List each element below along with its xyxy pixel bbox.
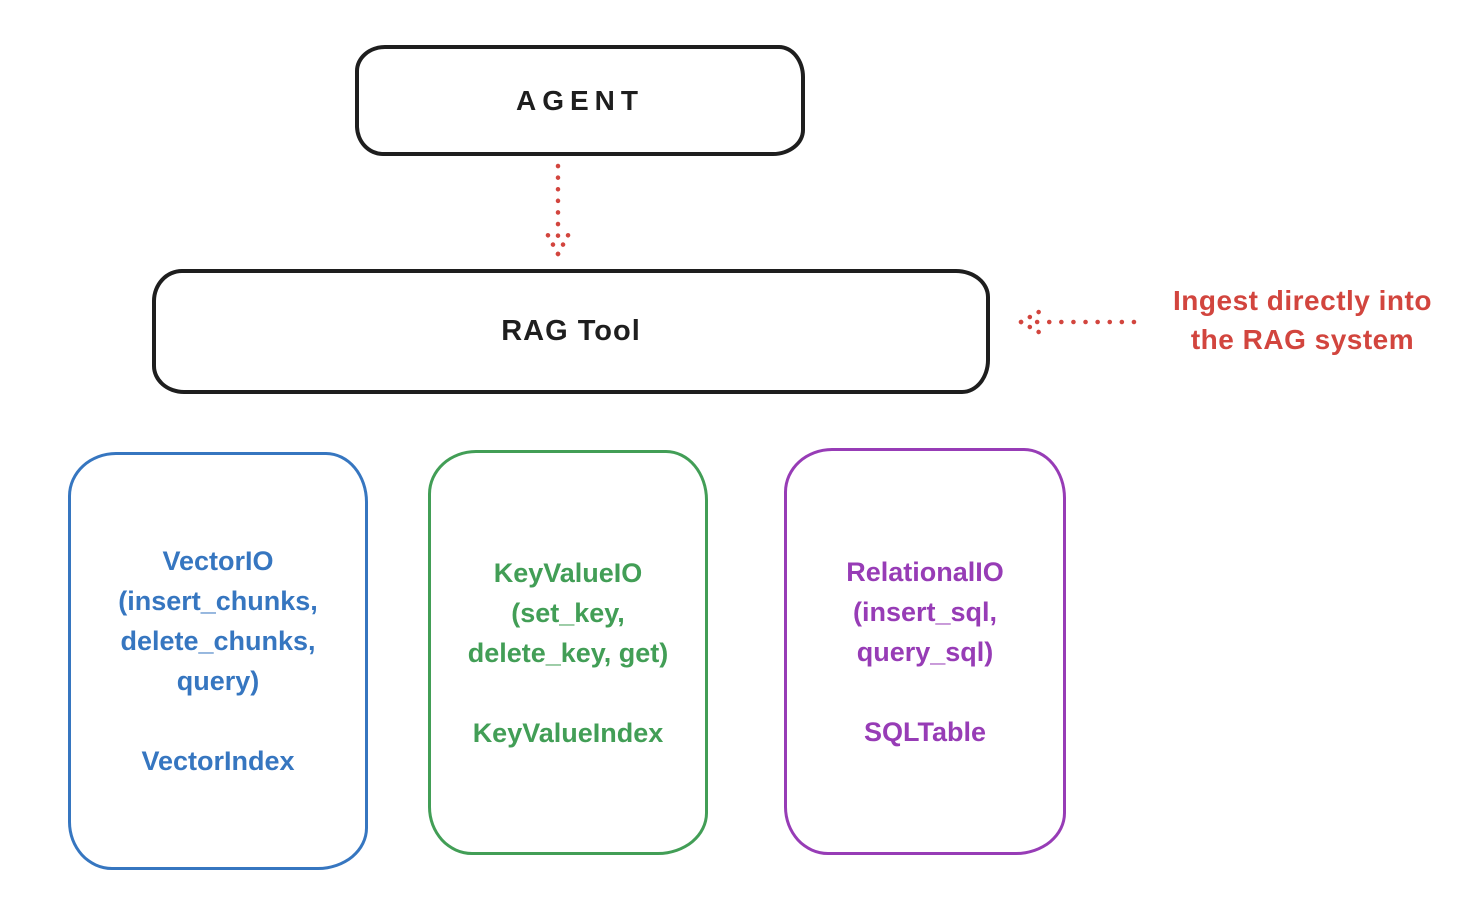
node-index-label: VectorIndex — [141, 746, 295, 776]
agent-node: AGENT — [355, 45, 805, 156]
rag-tool-node: RAG Tool — [152, 269, 990, 394]
node-title: VectorIO — [162, 546, 274, 576]
node-index-label: KeyValueIndex — [472, 717, 664, 748]
node-params-line: delete_key, get) — [467, 637, 669, 668]
rag-tool-node-label: RAG Tool — [501, 315, 641, 347]
node-params-line: delete_chunks, — [120, 626, 316, 656]
ingest-arrow-icon — [1018, 306, 1137, 338]
vector-io-node: VectorIO (insert_chunks, delete_chunks, … — [68, 452, 368, 870]
node-params-line: (set_key, — [511, 597, 625, 628]
ingest-annotation-line2: the RAG system — [1190, 324, 1415, 355]
node-params-line: query_sql) — [856, 636, 994, 667]
ingest-annotation: Ingest directly into the RAG system — [1130, 281, 1475, 359]
agent-node-label: AGENT — [516, 84, 644, 116]
agent-to-rag-arrow-icon — [540, 163, 576, 257]
node-params-line: (insert_sql, — [852, 596, 998, 627]
node-params-line: query) — [176, 666, 260, 696]
ingest-annotation-line1: Ingest directly into — [1173, 285, 1432, 316]
keyvalue-io-node: KeyValueIO (set_key, delete_key, get) Ke… — [428, 450, 708, 855]
node-params-line: (insert_chunks, — [118, 586, 318, 616]
relational-io-node: RelationalIO (insert_sql, query_sql) SQL… — [784, 448, 1066, 855]
node-index-label: SQLTable — [863, 716, 986, 747]
node-title: KeyValueIO — [493, 557, 643, 588]
node-title: RelationalIO — [846, 556, 1004, 587]
